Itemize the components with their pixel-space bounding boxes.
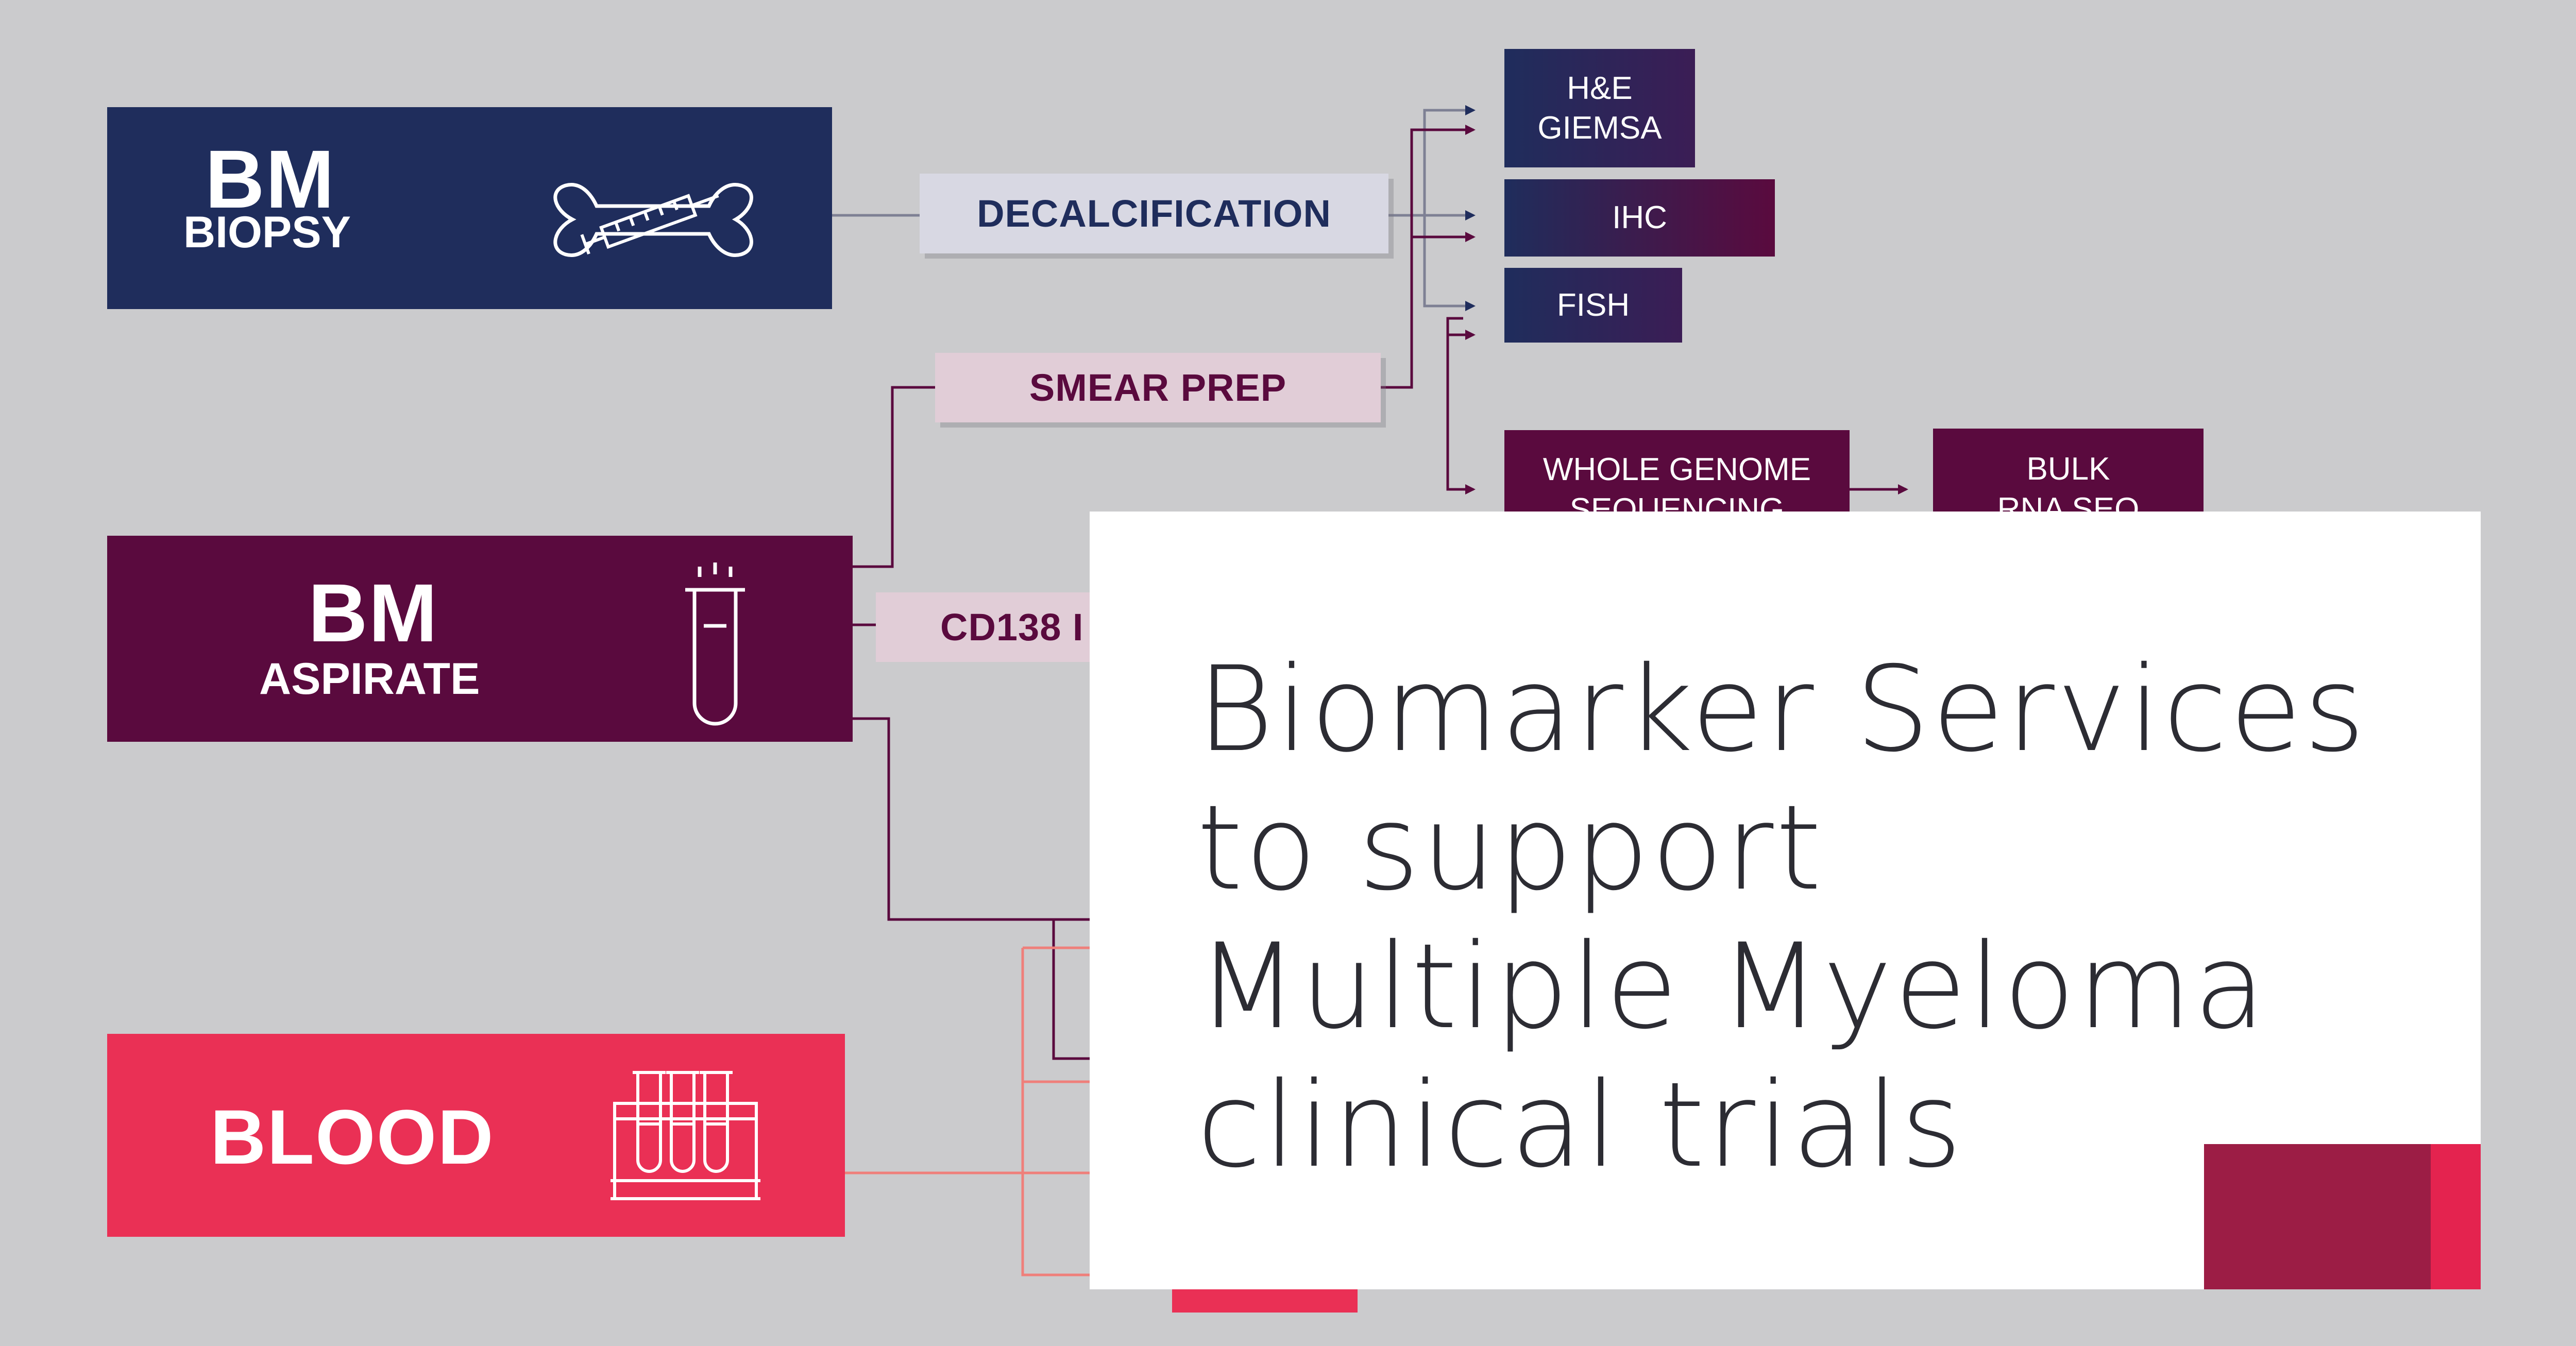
biopsy-connectors: [832, 105, 1476, 311]
title-card: Biomarker Services to support Multiple M…: [1090, 512, 2481, 1289]
bulk-rna-seq-box: BULK RNA SEQ: [1933, 429, 2204, 512]
he-giemsa-box: H&E GIEMSA: [1504, 49, 1695, 167]
title-line-3: Multiple Myeloma: [1197, 918, 2268, 1055]
test-tube-icon: [685, 563, 745, 726]
cd138-step: CD138 I: [876, 592, 1090, 662]
corner-accent-dark: [2204, 1144, 2431, 1289]
smear-prep-step: SMEAR PREP: [935, 353, 1381, 422]
bm-aspirate-title: BM: [308, 567, 438, 659]
bulk-label-line1: BULK: [2026, 451, 2110, 487]
cd138-label: CD138 I: [940, 606, 1084, 649]
bm-aspirate-box: BM ASPIRATE: [107, 536, 853, 742]
bm-biopsy-title: BM: [205, 133, 335, 225]
title-line-1: Biomarker Services: [1197, 641, 2367, 778]
bm-biopsy-subtitle: BIOPSY: [183, 208, 351, 257]
smear-prep-label: SMEAR PREP: [1029, 366, 1287, 409]
giemsa-label: GIEMSA: [1537, 110, 1662, 146]
fish-box: FISH: [1504, 268, 1682, 343]
title-line-2: to support: [1197, 779, 1824, 917]
whole-genome-sequencing-box: WHOLE GENOME SEQUENCING: [1504, 430, 1850, 512]
blood-connectors: [845, 946, 1090, 1276]
ihc-label: IHC: [1612, 200, 1667, 236]
blood-title: BLOOD: [210, 1094, 495, 1180]
aspirate-connectors: [853, 125, 1908, 1060]
bulk-label-line2: RNA SEQ: [1997, 491, 2140, 512]
page-title: Biomarker Services to support Multiple M…: [1197, 640, 2433, 1195]
bm-aspirate-subtitle: ASPIRATE: [259, 654, 480, 704]
ihc-box: IHC: [1504, 179, 1775, 257]
blood-tubes-rack-icon: [611, 1071, 760, 1200]
title-line-4: clinical trials: [1197, 1057, 1964, 1194]
blood-box: BLOOD: [107, 1034, 845, 1237]
wgs-label-line1: WHOLE GENOME: [1543, 452, 1811, 487]
decalcification-step: DECALCIFICATION: [920, 174, 1388, 253]
decalcification-label: DECALCIFICATION: [977, 192, 1331, 235]
bone-syringe-icon: [553, 183, 753, 257]
he-label: H&E: [1567, 70, 1633, 106]
wgs-label-line2: SEQUENCING: [1569, 491, 1785, 512]
corner-accent-light: [2431, 1144, 2481, 1289]
bm-biopsy-box: BM BIOPSY: [107, 107, 832, 309]
fish-label: FISH: [1556, 287, 1630, 323]
